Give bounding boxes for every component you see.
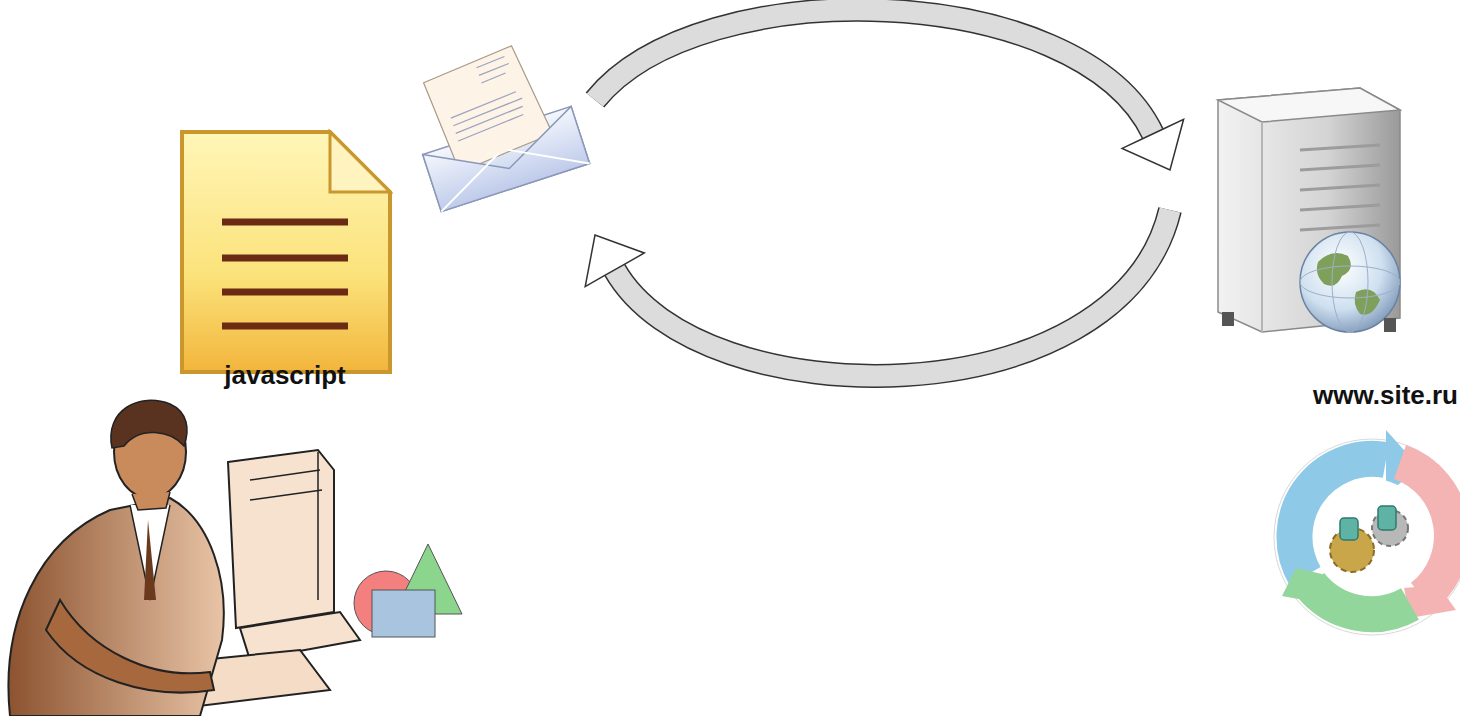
cycle-icon	[1274, 430, 1460, 635]
arrow-head	[585, 235, 644, 287]
cycle-back	[1274, 439, 1460, 635]
server-slot	[1300, 225, 1380, 230]
document-line	[222, 323, 348, 330]
server-top	[1218, 88, 1400, 122]
icon-node: www.site.ru	[1170, 80, 1458, 440]
cycle-head-green	[1282, 568, 1326, 604]
letter-writing	[452, 98, 524, 126]
envelope-fold	[430, 127, 590, 211]
node-label: javascript	[175, 360, 395, 390]
shape-square	[372, 590, 435, 637]
globe-grid	[1300, 266, 1400, 298]
server-slots	[1300, 145, 1380, 230]
arrow-band	[615, 210, 1170, 376]
shapes-icon	[354, 544, 462, 637]
server-foot	[1384, 318, 1396, 332]
envelope-front	[423, 106, 590, 211]
man-neck	[132, 492, 170, 510]
server-slot	[1300, 145, 1380, 150]
arrow-band	[595, 10, 1153, 134]
man-tie	[144, 520, 156, 600]
server-icon	[1218, 88, 1400, 332]
monitor-lines	[250, 452, 322, 600]
node-label: www.site.ru	[1170, 380, 1458, 410]
globe-grid	[1332, 232, 1368, 332]
user-at-computer	[8, 400, 360, 716]
arrow-band-outline	[595, 10, 1153, 134]
document-sheet	[182, 132, 390, 372]
letter-writing	[438, 55, 529, 141]
globe	[1300, 232, 1400, 332]
curved-arrow	[595, 10, 1184, 170]
cycle-center	[1314, 479, 1430, 595]
document-line	[222, 219, 348, 226]
document-fold	[330, 132, 390, 192]
server-foot	[1222, 312, 1234, 326]
man-body	[8, 498, 223, 716]
monitor	[228, 450, 334, 628]
letter-writing	[476, 57, 505, 68]
cylinder	[1340, 518, 1358, 540]
cylinder	[1378, 506, 1396, 530]
document-line	[222, 255, 348, 262]
server-edge	[1261, 122, 1263, 332]
icon-node: javascript	[175, 55, 595, 400]
letter-writing	[454, 106, 524, 133]
server-case	[1218, 88, 1400, 332]
envelope-icon	[399, 34, 589, 212]
server-slot	[1300, 185, 1380, 190]
man-arm	[46, 600, 214, 693]
arrow-head	[1122, 119, 1184, 170]
man-hair	[111, 400, 187, 448]
server-slot	[1300, 205, 1380, 210]
document-line	[222, 289, 348, 296]
curved-arrow	[585, 210, 1170, 376]
arrow-band-outline	[615, 210, 1170, 376]
man-collar	[130, 505, 170, 600]
letter-writing	[457, 115, 525, 141]
document-icon	[182, 132, 390, 372]
letter-writing	[481, 73, 506, 83]
server-slot	[1300, 165, 1380, 170]
document-lines	[222, 222, 348, 326]
